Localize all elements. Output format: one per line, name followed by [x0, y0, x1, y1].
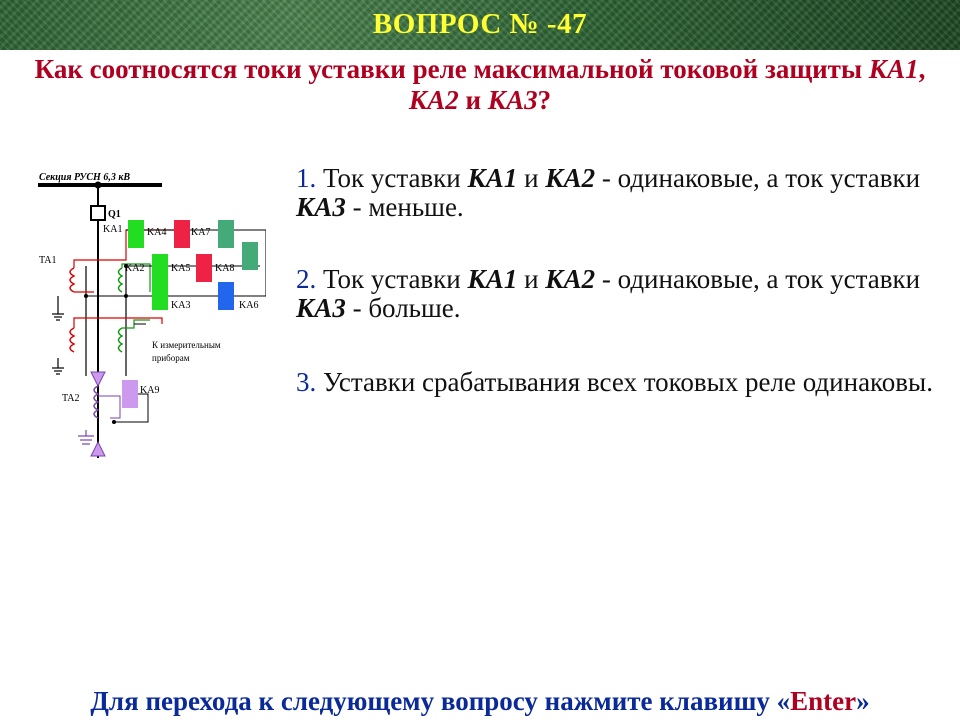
option-text: Уставки срабатывания всех токовых реле о… — [316, 367, 933, 397]
relay-ka1[interactable] — [128, 220, 144, 248]
footer-instruction: Для перехода к следующему вопросу нажмит… — [0, 686, 960, 717]
answer-option-1[interactable]: 1. Ток уставки КА1 и КА2 - одинаковые, а… — [296, 164, 936, 222]
enter-key-label: Enter — [790, 686, 857, 716]
question-part: Как соотносятся токи уставки реле максим… — [34, 54, 869, 84]
red-wire — [73, 317, 163, 328]
ka9-wire — [114, 393, 149, 423]
ta2-symbol-top — [90, 371, 106, 388]
ka6-label: KA6 — [239, 300, 258, 311]
relay-ka5[interactable] — [196, 254, 212, 282]
relay-protection-diagram: Секция РУСН 6,3 кВ Q1 TA1 KA1 KA4 KA7 — [38, 172, 266, 458]
option-text: и — [517, 163, 546, 193]
option-relay-ka2: КА2 — [545, 264, 596, 294]
wire-node — [124, 294, 128, 298]
question-text: Как соотносятся токи уставки реле максим… — [20, 54, 940, 116]
question-end: ? — [537, 85, 552, 115]
instruments-label-line1: К измерительным — [152, 340, 221, 350]
option-number: 1. — [296, 163, 317, 193]
option-relay-ka3: КА3 — [296, 192, 346, 222]
question-relay-ka2: КА2 — [408, 85, 459, 115]
option-text: Ток уставки — [316, 264, 468, 294]
footer-text: Для перехода к следующему вопросу нажмит… — [90, 686, 791, 716]
relay-ka4[interactable] — [174, 220, 190, 248]
ground-symbol — [78, 430, 94, 445]
ka9-label: KA9 — [140, 385, 159, 396]
header-bar: ВОПРОС № -47 — [0, 0, 960, 50]
option-number: 2. — [296, 264, 317, 294]
answer-option-2[interactable]: 2. Ток уставки КА1 и КА2 - одинаковые, а… — [296, 265, 936, 323]
ground-symbol — [52, 358, 64, 375]
black-wire — [86, 229, 266, 297]
section-label: Секция РУСН 6,3 кВ — [39, 172, 130, 183]
question-sep: , — [918, 54, 926, 84]
ground-symbol — [52, 296, 64, 321]
relay-ka3[interactable] — [152, 282, 168, 310]
option-text: Ток уставки — [316, 163, 468, 193]
option-text: - одинаковые, а ток уставки — [595, 264, 921, 294]
relay-ka2[interactable] — [152, 254, 168, 282]
question-relay-ka3: КА3 — [487, 85, 538, 115]
instruments-label-line2: приборам — [152, 353, 190, 363]
relay-ka7[interactable] — [218, 220, 234, 248]
ka8-label: KA8 — [215, 263, 234, 274]
ka2-label: KA2 — [125, 263, 144, 274]
option-relay-ka2: КА2 — [545, 163, 596, 193]
ka7-label: KA7 — [191, 227, 210, 238]
option-text: - больше. — [345, 293, 461, 323]
option-text: - меньше. — [345, 192, 464, 222]
question-sep: и — [458, 85, 488, 115]
relay-ka9[interactable] — [122, 380, 138, 408]
bus-node — [94, 181, 102, 189]
relay-ka6[interactable] — [218, 282, 234, 310]
ka1-label: KA1 — [103, 224, 122, 235]
ta1-label: TA1 — [39, 255, 57, 266]
option-relay-ka1: КА1 — [467, 163, 518, 193]
ka4-label: KA4 — [147, 227, 166, 238]
answer-option-3[interactable]: 3. Уставки срабатывания всех токовых рел… — [296, 368, 936, 397]
green-wire — [121, 263, 151, 292]
ka5-label: KA5 — [171, 263, 190, 274]
option-relay-ka1: КА1 — [467, 264, 518, 294]
option-relay-ka3: КА3 — [296, 293, 346, 323]
wire-node — [84, 294, 88, 298]
wire-node — [124, 264, 128, 268]
ta1-coil-red-lower — [69, 327, 76, 353]
option-text: - одинаковые, а ток уставки — [595, 163, 921, 193]
question-relay-ka1: КА1 — [868, 54, 919, 84]
relay-ka8[interactable] — [242, 242, 258, 270]
q1-label: Q1 — [108, 209, 121, 220]
ta1-coil-green — [117, 267, 124, 293]
option-text: и — [517, 264, 546, 294]
wire-node — [112, 420, 116, 424]
breaker-q1[interactable] — [90, 205, 106, 221]
ta2-symbol-bottom — [90, 440, 106, 457]
ta1-coil-green-lower — [117, 327, 124, 353]
ta2-wire — [98, 395, 121, 419]
option-number: 3. — [296, 367, 317, 397]
footer-end: » — [856, 686, 870, 716]
ta2-label: TA2 — [62, 393, 80, 404]
ta2-coil — [93, 385, 100, 419]
ta1-coil-red — [69, 267, 76, 293]
ka3-label: KA3 — [171, 300, 190, 311]
question-number: ВОПРОС № -47 — [372, 8, 588, 40]
